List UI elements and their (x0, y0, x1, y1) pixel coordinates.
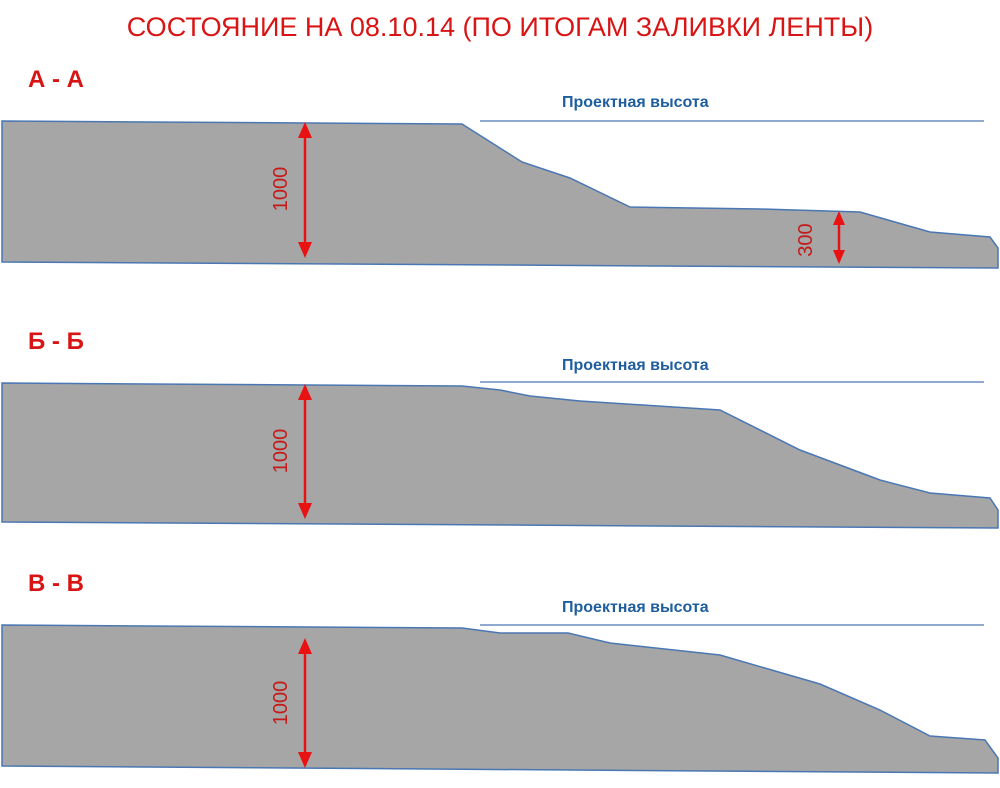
section-label-b: Б - Б (28, 328, 84, 355)
dimension-label-a-main: 1000 (270, 167, 292, 212)
design-height-label-b: Проектная высота (562, 357, 709, 374)
dimension-label-b-main: 1000 (270, 429, 292, 474)
dimension-arrow-b-main (298, 384, 312, 519)
section-v: Проектная высота 1000 (1, 599, 999, 774)
dimension-label-v-main: 1000 (270, 681, 292, 726)
section-label-a: А - А (28, 66, 84, 93)
dimension-arrow-a-secondary (833, 211, 845, 264)
dimension-label-a-secondary: 300 (795, 223, 817, 256)
dimension-arrow-a-main (298, 122, 312, 258)
design-height-label-v: Проектная высота (562, 599, 709, 616)
section-a: Проектная высота 1000 300 (1, 94, 999, 269)
design-height-label-a: Проектная высота (562, 94, 709, 111)
section-b: Проектная высота 1000 (1, 357, 999, 529)
page-title: СОСТОЯНИЕ НА 08.10.14 (ПО ИТОГАМ ЗАЛИВКИ… (126, 12, 874, 42)
concrete-profile-a (1, 120, 999, 269)
dimension-arrow-v-main (298, 638, 312, 768)
concrete-profile-v (1, 624, 999, 774)
concrete-profile-b (1, 382, 999, 529)
section-label-v: В - В (28, 570, 84, 597)
